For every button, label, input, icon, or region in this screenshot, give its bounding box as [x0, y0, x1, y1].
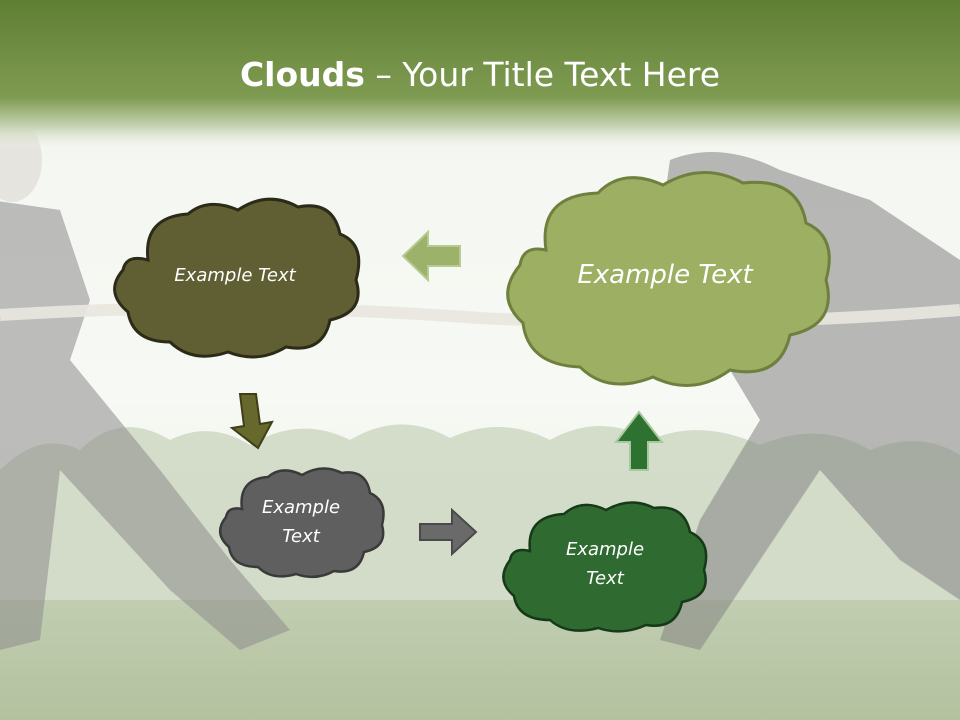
title-rest: – Your Title Text Here	[364, 55, 721, 94]
slide-title[interactable]: Clouds – Your Title Text Here	[0, 52, 960, 98]
arrow-down-icon	[229, 393, 274, 450]
cloud-text-top-left: Example Text	[174, 264, 296, 286]
cloud-top-right[interactable]: Example Text	[498, 165, 832, 393]
arrow-up-icon	[613, 410, 665, 471]
arrow-right-icon	[419, 507, 478, 557]
cloud-shape-bottom-left	[219, 467, 385, 579]
title-bold: Clouds	[239, 55, 365, 94]
cloud-bottom-left[interactable]: Example Text	[216, 463, 386, 581]
cloud-shape-top-left	[113, 197, 361, 359]
cloud-shape-top-right	[506, 171, 831, 387]
cloud-bottom-right[interactable]: Example Text	[498, 496, 712, 636]
cloud-text-bottom-right: Example Text	[565, 539, 645, 589]
cloud-top-left[interactable]: Example Text	[108, 192, 362, 362]
cloud-shape-bottom-right	[502, 501, 708, 633]
cloud-text-top-right: Example Text	[577, 260, 753, 290]
arrow-left-icon	[401, 229, 461, 283]
title-bar	[0, 0, 960, 150]
grass	[0, 600, 960, 720]
cloud-text-bottom-left: Example Text	[261, 497, 341, 547]
